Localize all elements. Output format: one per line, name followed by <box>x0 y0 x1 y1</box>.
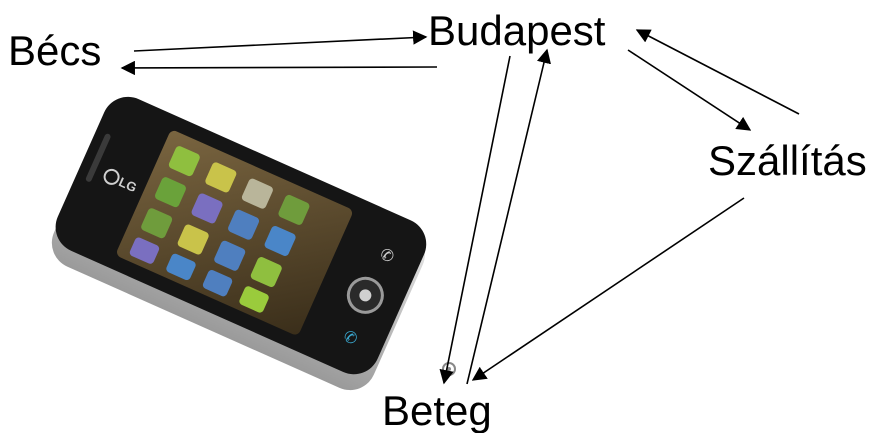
arrow-budapest-to-becs <box>120 60 438 76</box>
arrow-budapest-to-beteg <box>439 55 511 385</box>
lg-logo-icon <box>103 168 120 185</box>
arrow-budapest-to-szallitas <box>627 49 752 131</box>
camera-icon <box>442 362 456 376</box>
phone-speaker <box>85 133 111 182</box>
arrow-szallitas-to-budapest <box>635 29 800 115</box>
node-becs: Bécs <box>8 27 102 74</box>
node-beteg: Beteg <box>382 387 492 433</box>
mobile-phone-image: LG ✆ ✆ <box>51 96 427 391</box>
arrow-beteg-to-budapest <box>466 48 551 385</box>
node-szallitas: Szállítás <box>708 137 867 184</box>
node-budapest: Budapest <box>428 7 606 54</box>
phone-app-grid <box>129 146 310 313</box>
arrow-szallitas-to-beteg <box>471 197 745 381</box>
phone-brand-label: LG <box>117 174 140 195</box>
phone-nav-center <box>359 289 372 302</box>
arrow-becs-to-budapest <box>133 30 428 52</box>
